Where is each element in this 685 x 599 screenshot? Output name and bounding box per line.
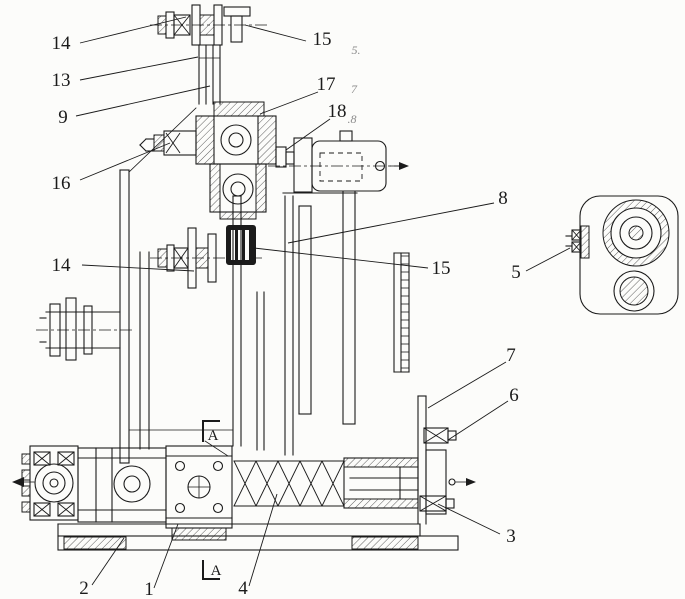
callout-3: 3 <box>506 526 516 547</box>
coil-spring <box>233 460 345 507</box>
base-plate <box>57 523 459 551</box>
left-shaft-end <box>36 297 132 361</box>
callout-leaders <box>75 16 571 589</box>
section-mark-a-lower: A <box>211 563 222 579</box>
mid-pulley-hub <box>195 247 209 269</box>
housing-top-cap <box>213 101 265 117</box>
axis-arrow-right2-icon <box>466 478 476 486</box>
callout-labels: 14 15 13 9 17 18 16 8 14 15 5 7 6 3 2 1 … <box>52 29 521 599</box>
callout-13: 13 <box>52 70 71 91</box>
bearing-housing <box>139 101 295 220</box>
callout-18: 18 <box>328 101 347 122</box>
bolt-block <box>165 445 233 541</box>
callout-16: 16 <box>52 173 71 194</box>
detail-view <box>565 195 679 315</box>
leader-4 <box>248 493 278 587</box>
upper-column <box>198 44 221 105</box>
callout-4: 4 <box>238 578 248 599</box>
callout-15-mid: 15 <box>432 258 451 279</box>
leader-13 <box>79 56 199 81</box>
cylinder-arm <box>268 130 409 193</box>
handwritten-marks: 5. 7 .8 <box>348 43 361 126</box>
leader-1 <box>153 523 179 589</box>
leader-18 <box>285 118 331 151</box>
section-marks: A A <box>202 420 229 580</box>
leader-15-mid <box>253 247 429 269</box>
pencil-mark-8: .8 <box>348 112 357 126</box>
wheel-stem <box>230 15 243 43</box>
callout-14-top: 14 <box>52 33 72 54</box>
mid-pulley-right-flange <box>207 233 217 283</box>
pencil-mark-7: 7 <box>351 82 358 96</box>
callout-7: 7 <box>506 345 516 366</box>
leader-15-top <box>244 24 307 42</box>
top-pulley-assembly <box>150 4 268 46</box>
housing-block <box>77 447 167 523</box>
leader-3 <box>437 503 501 535</box>
right-end-flange <box>417 395 476 525</box>
left-gear-block <box>21 445 79 521</box>
callout-8: 8 <box>498 188 508 209</box>
leader-7 <box>427 361 507 409</box>
mid-pulley-assembly <box>150 225 262 289</box>
leader-5 <box>525 247 571 272</box>
leader-14-mid <box>81 264 195 272</box>
callout-2: 2 <box>79 578 89 599</box>
callout-17: 17 <box>317 74 336 95</box>
callout-1: 1 <box>144 579 154 599</box>
leader-8 <box>287 202 495 244</box>
pulley-hub <box>199 14 215 36</box>
ratchet-disc <box>393 252 410 373</box>
left-arm <box>163 130 197 156</box>
callout-15-top: 15 <box>313 29 332 50</box>
cylinder-bracket <box>293 137 313 193</box>
leader-2 <box>91 537 125 586</box>
wheel-flange <box>223 6 251 17</box>
leader-9 <box>75 85 211 117</box>
leader-16 <box>79 142 171 181</box>
callout-6: 6 <box>509 385 519 406</box>
callout-5: 5 <box>511 262 521 283</box>
end-cap <box>425 449 447 515</box>
pencil-mark-5: 5. <box>352 43 361 57</box>
axis-arrow-left-icon <box>12 477 35 487</box>
mid-shaft-nut <box>157 248 168 268</box>
joint-knob <box>275 146 287 168</box>
axis-arrow-right-icon <box>399 162 409 170</box>
section-mark-a-upper: A <box>208 428 219 444</box>
diagonal-brace <box>128 107 197 173</box>
leader-6 <box>447 400 509 441</box>
leader-17 <box>259 91 319 115</box>
callout-14-mid: 14 <box>52 255 72 276</box>
detail-small-bore <box>613 270 655 312</box>
right-tube <box>343 457 419 509</box>
callout-9: 9 <box>58 107 68 128</box>
base-assembly <box>12 395 476 551</box>
leader-14-top <box>79 16 187 44</box>
detail-stud <box>565 225 590 259</box>
detail-plate <box>579 195 679 315</box>
